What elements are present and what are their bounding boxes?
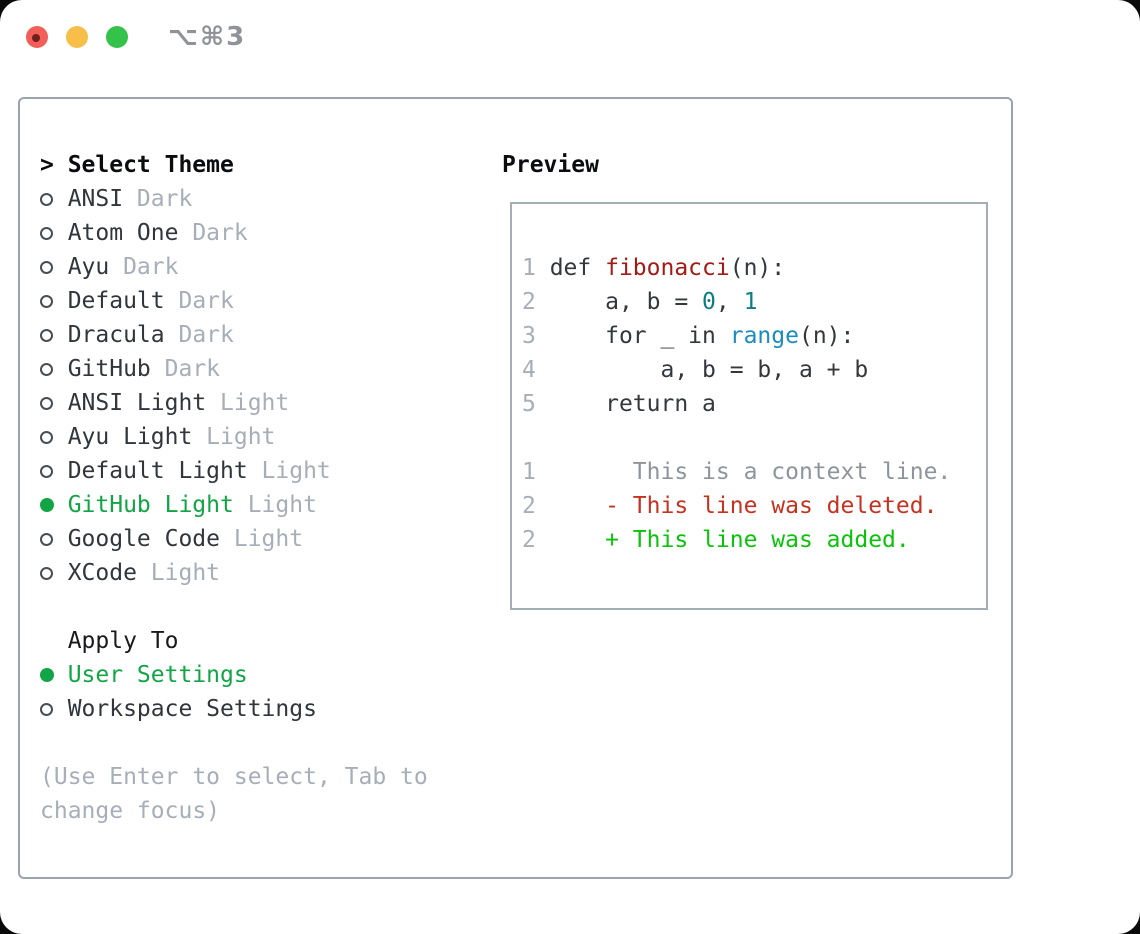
radio-unselected-icon	[40, 328, 68, 342]
diff-line-added: 2 + This line was added.	[522, 527, 910, 553]
code-line: 3 for _ in range(n):	[522, 323, 855, 349]
titlebar: ⌥⌘3	[26, 22, 247, 52]
option-label: Dracula	[67, 322, 165, 348]
theme-option-github-light[interactable]: GitHub Light Light	[40, 488, 428, 522]
apply-to-heading: Apply To	[40, 624, 428, 658]
line-number: 2	[522, 493, 550, 519]
preview-box: 1 def fibonacci(n): 2 a, b = 0, 1 3 for …	[510, 202, 988, 610]
theme-variant-label: Light	[206, 424, 276, 450]
theme-variant-label: Dark	[178, 322, 234, 348]
option-label: Workspace Settings	[67, 696, 317, 722]
radio-selected-icon	[40, 498, 68, 512]
line-number: 2	[522, 527, 550, 553]
theme-variant-label: Dark	[164, 356, 221, 382]
theme-option-ansi-light[interactable]: ANSI Light Light	[40, 386, 428, 420]
theme-variant-label: Dark	[192, 220, 248, 246]
apply-to-heading-label: Apply To	[67, 628, 179, 654]
help-text-line-1: (Use Enter to select, Tab to	[40, 764, 428, 790]
spacer-row	[40, 726, 428, 760]
theme-option-default[interactable]: Default Dark	[40, 284, 428, 318]
radio-unselected-icon	[40, 260, 68, 274]
option-label: User Settings	[67, 662, 248, 688]
option-label: ANSI Light	[67, 390, 207, 416]
line-number: 1	[522, 459, 550, 485]
radio-unselected-icon	[40, 464, 68, 478]
option-label: Default Light	[67, 458, 248, 484]
theme-variant-label: Light	[150, 560, 221, 586]
radio-unselected-icon	[40, 566, 68, 580]
radio-unselected-icon	[40, 192, 68, 206]
theme-option-atom-one[interactable]: Atom One Dark	[40, 216, 428, 250]
radio-unselected-icon	[40, 532, 68, 546]
option-label: Default	[67, 288, 165, 314]
theme-variant-label: Light	[261, 458, 331, 484]
line-number: 5	[522, 391, 550, 417]
radio-unselected-icon	[40, 226, 68, 240]
radio-unselected-icon	[40, 702, 68, 716]
theme-variant-label: Light	[220, 390, 290, 416]
theme-variant-label: Dark	[136, 186, 193, 212]
option-label: XCode	[67, 560, 137, 586]
window-title: ⌥⌘3	[168, 22, 247, 52]
option-label: GitHub	[67, 356, 151, 382]
theme-option-google-code[interactable]: Google Code Light	[40, 522, 428, 556]
radio-unselected-icon	[40, 396, 68, 410]
theme-option-ansi[interactable]: ANSI Dark	[40, 182, 428, 216]
close-button[interactable]	[26, 26, 48, 48]
code-line: 5 return a	[522, 391, 716, 417]
maximize-button[interactable]	[106, 26, 128, 48]
radio-unselected-icon	[40, 294, 68, 308]
diff-line-context: 1 This is a context line.	[522, 459, 952, 485]
minimize-button[interactable]	[66, 26, 88, 48]
spacer-row	[40, 590, 428, 624]
radio-unselected-icon	[40, 430, 68, 444]
theme-variant-label: Dark	[123, 254, 179, 280]
theme-variant-label: Light	[233, 526, 304, 552]
cursor-arrow-icon: >	[40, 152, 54, 178]
diff-line-deleted: 2 - This line was deleted.	[522, 493, 938, 519]
apply-option-workspace-settings[interactable]: Workspace Settings	[40, 692, 428, 726]
preview-heading: Preview	[502, 152, 599, 178]
line-number: 2	[522, 289, 550, 315]
option-label: Atom One	[67, 220, 179, 246]
line-number: 4	[522, 357, 550, 383]
line-number: 1	[522, 255, 550, 281]
theme-picker-heading: > Select Theme	[40, 148, 428, 182]
code-line: 1 def fibonacci(n):	[522, 255, 786, 281]
option-label: ANSI	[67, 186, 124, 212]
code-line: 4 a, b = b, a + b	[522, 357, 869, 383]
option-label: Ayu	[67, 254, 110, 280]
option-label: GitHub Light	[67, 492, 234, 518]
option-label: Google Code	[67, 526, 221, 552]
theme-option-ayu-light[interactable]: Ayu Light Light	[40, 420, 428, 454]
theme-option-dracula[interactable]: Dracula Dark	[40, 318, 428, 352]
theme-option-default-light[interactable]: Default Light Light	[40, 454, 428, 488]
apply-option-user-settings[interactable]: User Settings	[40, 658, 428, 692]
theme-option-github[interactable]: GitHub Dark	[40, 352, 428, 386]
theme-variant-label: Light	[247, 492, 317, 518]
close-dot-icon	[32, 34, 40, 42]
theme-picker-heading-label: Select Theme	[67, 152, 234, 178]
line-number: 3	[522, 323, 550, 349]
help-text-line-2: change focus)	[40, 798, 221, 824]
theme-variant-label: Dark	[178, 288, 234, 314]
radio-selected-icon	[40, 668, 68, 682]
code-preview: 1 def fibonacci(n): 2 a, b = 0, 1 3 for …	[512, 204, 986, 557]
theme-option-xcode[interactable]: XCode Light	[40, 556, 428, 590]
code-line: 2 a, b = 0, 1	[522, 289, 758, 315]
option-label: Ayu Light	[67, 424, 193, 450]
radio-unselected-icon	[40, 362, 68, 376]
theme-option-ayu[interactable]: Ayu Dark	[40, 250, 428, 284]
